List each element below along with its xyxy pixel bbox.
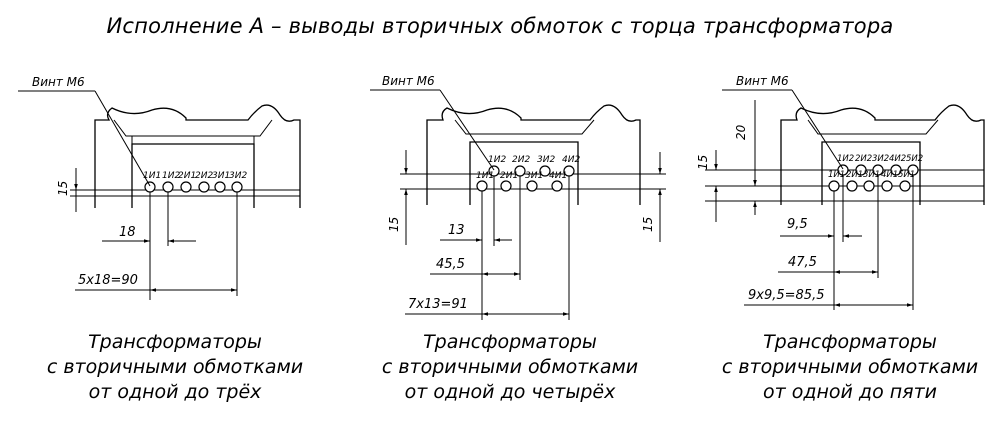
caption-line: от одной до четырёх <box>404 381 616 403</box>
terminal <box>144 181 156 193</box>
dim-mid: 47,5 <box>788 255 817 270</box>
drawing-title: Исполнение А – выводы вторичных обмоток … <box>106 14 894 38</box>
terminal-label: 2И2 <box>195 171 213 181</box>
dim-total: 7x13=91 <box>408 297 468 312</box>
caption-diagram-1: Трансформаторы с вторичными обмотками от… <box>30 330 320 405</box>
terminal-label: 2И2 <box>855 154 872 164</box>
terminal <box>863 180 875 192</box>
terminal <box>500 180 512 192</box>
terminal <box>180 181 192 193</box>
screw-label: Винт М6 <box>32 75 85 89</box>
dim-total: 5x18=90 <box>78 273 138 288</box>
terminal-row-bottom <box>476 180 563 192</box>
caption-line: Трансформаторы <box>88 331 262 353</box>
terminal-label: 2И2 <box>512 155 530 165</box>
housing-outline <box>780 104 985 205</box>
housing-recess <box>807 119 939 135</box>
terminal <box>828 180 840 192</box>
housing-outline <box>426 104 641 205</box>
terminal <box>526 180 538 192</box>
terminal-label: 3И2 <box>537 155 555 165</box>
dim-vertical: 15 <box>56 181 70 196</box>
caption-line: от одной до пяти <box>763 381 937 403</box>
terminal-board <box>131 143 255 208</box>
terminal-board <box>821 141 921 205</box>
terminal-label: 3И1 <box>525 171 543 181</box>
terminal-label: 4И1 <box>549 171 567 181</box>
dim-vertical-left: 15 <box>387 217 401 232</box>
dim-step: 13 <box>448 223 465 238</box>
housing-recess <box>113 119 273 137</box>
terminal-label: 1И2 <box>162 171 180 181</box>
screw-label: Винт М6 <box>736 74 789 88</box>
terminal-label: 4И1 <box>881 170 898 180</box>
terminal-label: 1И1 <box>143 171 161 181</box>
screw-label: Винт М6 <box>382 74 435 88</box>
terminal-label: 1И2 <box>488 155 506 165</box>
housing-recess <box>454 119 595 135</box>
terminal <box>476 180 488 192</box>
terminal-label: 3И2 <box>872 154 889 164</box>
diagram-3: 1И2 2И2 3И2 4И2 5И2 1И1 2И1 3И1 4И1 5И1 … <box>696 74 985 310</box>
terminal-row-bottom <box>828 180 911 192</box>
terminal <box>890 164 902 176</box>
caption-line: Трансформаторы <box>763 331 937 353</box>
terminal <box>162 181 174 193</box>
terminal-label: 5И1 <box>898 170 915 180</box>
caption-line: с вторичными обмотками <box>46 356 304 378</box>
terminal-label: 2И1 <box>500 171 518 181</box>
caption-line: с вторичными обмотками <box>381 356 639 378</box>
terminal-label: 3И1 <box>863 170 880 180</box>
terminal-label: 3И2 <box>229 171 247 181</box>
dim-step: 18 <box>119 225 136 240</box>
caption-diagram-2: Трансформаторы с вторичными обмотками от… <box>365 330 655 405</box>
terminal <box>899 180 911 192</box>
terminal-label: 4И2 <box>889 154 906 164</box>
terminal-label: 1И1 <box>476 171 494 181</box>
dim-mid: 45,5 <box>436 257 465 272</box>
terminal-row-top <box>488 165 575 177</box>
terminal <box>846 180 858 192</box>
terminal <box>881 180 893 192</box>
terminal-row <box>144 181 243 193</box>
terminal-label: 3И1 <box>212 171 230 181</box>
terminal-label: 2И1 <box>178 171 196 181</box>
terminal <box>855 164 867 176</box>
terminal-label: 2И1 <box>846 170 863 180</box>
terminal-label: 4И2 <box>562 155 580 165</box>
dim-vertical-right: 15 <box>641 217 655 232</box>
terminal-label: 1И1 <box>828 170 845 180</box>
housing-outline <box>94 104 301 208</box>
dim-total: 9x9,5=85,5 <box>748 288 824 303</box>
caption-line: от одной до трёх <box>88 381 262 403</box>
terminal-label: 5И2 <box>906 154 923 164</box>
terminal-row-top <box>837 164 919 176</box>
caption-line: с вторичными обмотками <box>721 356 979 378</box>
terminal <box>214 181 226 193</box>
caption-diagram-3: Трансформаторы с вторичными обмотками от… <box>705 330 995 405</box>
terminal <box>198 181 210 193</box>
dim-vertical-left: 15 <box>696 155 710 170</box>
diagram-2: 1И2 2И2 3И2 4И2 1И1 2И1 3И1 4И1 Винт М6 … <box>370 74 666 320</box>
diagram-1: 1И1 1И2 2И1 2И2 3И1 3И2 Винт М6 15 18 5x… <box>18 75 301 300</box>
terminal <box>231 181 243 193</box>
dim-step: 9,5 <box>787 217 808 232</box>
terminal-label: 1И2 <box>837 154 854 164</box>
dim-vertical-top: 20 <box>734 124 748 140</box>
caption-line: Трансформаторы <box>423 331 597 353</box>
terminal <box>539 165 551 177</box>
terminal <box>551 180 563 192</box>
